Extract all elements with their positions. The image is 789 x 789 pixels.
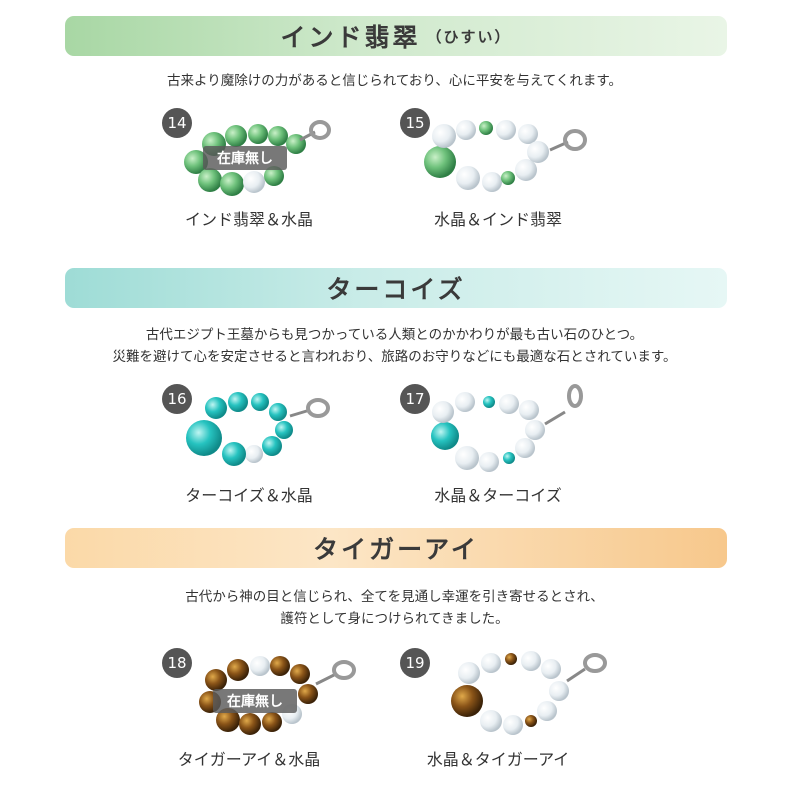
out-of-stock-badge: 在庫無し — [213, 689, 297, 713]
section-header-turquoise: ターコイズ — [65, 268, 727, 308]
item-number-badge: 15 — [400, 108, 430, 138]
item-caption: ターコイズ＆水晶 — [185, 486, 313, 505]
tigereye-crystal-keychain-image[interactable] — [188, 650, 368, 740]
item-caption: 水晶＆ターコイズ — [434, 486, 562, 505]
section-description-line: 古代エジプト王墓からも見つかっている人類とのかかわりが最も古い石のひとつ。 — [145, 327, 644, 343]
section-description-line: 古代から神の目と信じられ、全てを見通し幸運を引き寄せるとされ、 — [185, 589, 604, 605]
section-description-line: 護符として身につけられてきました。 — [280, 611, 509, 627]
item-number-badge: 17 — [400, 384, 430, 414]
crystal-turquoise-keychain-image[interactable] — [415, 380, 605, 480]
item-number-badge: 18 — [162, 648, 192, 678]
item-caption: 水晶＆インド翡翠 — [433, 210, 562, 229]
item-number-badge: 14 — [162, 108, 192, 138]
item-caption: 水晶＆タイガーアイ — [426, 750, 570, 769]
section-description: 古来より魔除けの力があると信じられており、心に平安を与えてくれます。 — [167, 73, 622, 89]
jade-crystal-keychain-image[interactable] — [170, 110, 340, 205]
item-caption: タイガーアイ＆水晶 — [177, 750, 321, 769]
section-header-jade: インド翡翠 （ひすい） — [65, 16, 727, 56]
item-number-badge: 19 — [400, 648, 430, 678]
section-title: ターコイズ — [326, 275, 466, 304]
section-description-line: 災難を避けて心を安定させると言われおり、旅路のお守りなどにも最適な石とされていま… — [112, 349, 677, 365]
section-title: インド翡翠 — [280, 23, 421, 52]
out-of-stock-badge: 在庫無し — [203, 146, 287, 170]
crystal-tigereye-keychain-image[interactable] — [435, 645, 625, 740]
section-header-tigereye: タイガーアイ — [65, 528, 727, 568]
item-number-badge: 16 — [162, 384, 192, 414]
item-caption: インド翡翠＆水晶 — [184, 210, 313, 229]
section-subtitle: （ひすい） — [426, 27, 512, 46]
crystal-jade-keychain-image[interactable] — [410, 112, 620, 197]
turquoise-crystal-keychain-image[interactable] — [172, 386, 362, 476]
section-title: タイガーアイ — [313, 535, 479, 564]
